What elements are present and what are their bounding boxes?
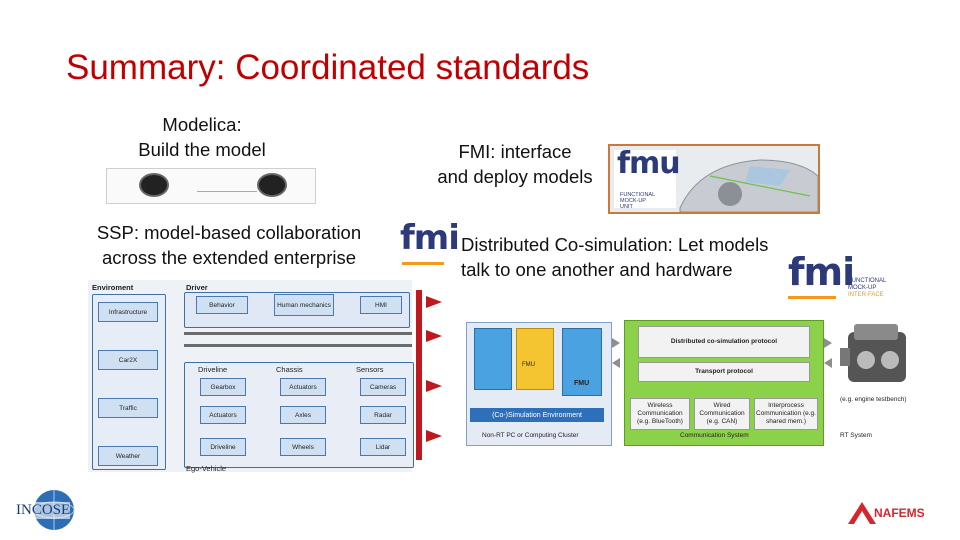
arrow-left-icon [824, 358, 832, 368]
wheel-icon [139, 173, 169, 197]
fmu-label: FMU [574, 380, 590, 387]
env-item: Car2X [98, 350, 158, 370]
group-label: Chassis [276, 365, 303, 374]
fmi-line-2: and deploy models [437, 166, 593, 187]
comm-item: Wireless Communication (e.g. BlueTooth) [630, 398, 690, 430]
fmu-logo: fmu FUNCTIONAL MOCK-UP UNIT [614, 146, 681, 210]
arrow-right-icon [612, 338, 620, 348]
sim-environment-bar: (Co-)Simulation Environment [470, 408, 604, 422]
group-item: Driveline [200, 438, 246, 456]
env-item: Weather [98, 446, 158, 466]
slide-title: Summary: Coordinated standards [66, 48, 590, 87]
fmi-logo-small: fmi [400, 218, 460, 268]
group-item: Cameras [360, 378, 406, 396]
fmu-logo-subtitle: FUNCTIONAL MOCK-UP UNIT [620, 192, 656, 210]
driver-label: Driver [186, 283, 208, 292]
group-label: Driveline [198, 365, 228, 374]
dcp-line-1: Distributed Co-simulation: Let models [461, 234, 769, 255]
ego-vehicle-label: Ego-Vehicle [186, 464, 227, 473]
dcp-line-2: talk to one another and hardware [461, 259, 733, 280]
arrow-left-icon [612, 358, 620, 368]
group-item: Actuators [200, 406, 246, 424]
group-item: Lidar [360, 438, 406, 456]
fmi-logo-small-text: fmi [400, 218, 460, 258]
modelica-model-thumbnail [106, 168, 316, 204]
driver-item: HMI [360, 296, 402, 314]
fmi-logo-large-text: fmi [788, 250, 855, 294]
dcp-title-box: Distributed co-simulation protocol [638, 326, 810, 358]
fmi-caption: FMI: interface and deploy models [425, 139, 605, 189]
env-item: Infrastructure [98, 302, 158, 322]
fmu-car-thumbnail: fmu FUNCTIONAL MOCK-UP UNIT [608, 144, 820, 214]
red-arrows-icon [416, 290, 442, 460]
comm-item: Wired Communication (e.g. CAN) [694, 398, 750, 430]
bus-bar [184, 332, 412, 335]
nafems-text: NAFEMS [874, 506, 925, 520]
env-item: Traffic [98, 398, 158, 418]
driver-item: Human mechanics [274, 294, 334, 316]
simulation-tool-block [516, 328, 554, 390]
group-item: Radar [360, 406, 406, 424]
fmi-logo-large-underline [788, 296, 836, 299]
environment-label: Enviroment [92, 283, 134, 292]
group-label: Sensors [356, 365, 384, 374]
engine-icon [840, 324, 906, 382]
car-illustration [679, 159, 818, 212]
ssp-caption: SSP: model-based collaboration across th… [76, 220, 382, 270]
comm-item: Interprocess Communication (e.g. shared … [754, 398, 818, 430]
non-rt-label: Non-RT PC or Computing Cluster [482, 432, 579, 439]
fmi-line-1: FMI: interface [458, 141, 572, 162]
nafems-triangle-icon [848, 502, 876, 524]
simulation-tool-block [562, 328, 602, 396]
nafems-logo: NAFEMS [848, 500, 948, 526]
ssp-line-1: SSP: model-based collaboration [96, 222, 362, 243]
fmu-label: FMU [522, 362, 535, 368]
incose-logo: INCOSE [16, 488, 86, 534]
group-item: Gearbox [200, 378, 246, 396]
rt-system-label: RT System [840, 432, 872, 439]
group-item: Wheels [280, 438, 326, 456]
dcp-caption: Distributed Co-simulation: Let models ta… [461, 232, 821, 282]
incose-text: INCOSE [16, 502, 71, 519]
fmi-logo-large-subtitle: FUNCTIONAL MOCK-UP INTER-FACE [848, 278, 887, 298]
driver-item: Behavior [196, 296, 248, 314]
group-item: Axles [280, 406, 326, 424]
transport-protocol-box: Transport protocol [638, 362, 810, 382]
modelica-line-1: Modelica: [162, 114, 242, 135]
wheel-icon [257, 173, 287, 197]
engine-label: (e.g. engine testbench) [840, 396, 907, 403]
modelica-line-2: Build the model [138, 139, 266, 160]
comm-system-label: Communication System [680, 432, 749, 439]
fmi-logo-small-underline [402, 262, 444, 265]
fmu-logo-text: fmu [617, 146, 681, 181]
modelica-caption: Modelica: Build the model [112, 112, 292, 162]
cosim-architecture-diagram: FMU FMU (Co-)Simulation Environment Non-… [462, 318, 922, 448]
fmi-logo-large: fmi FUNCTIONAL MOCK-UP INTER-FACE [788, 250, 908, 302]
arrow-right-icon [824, 338, 832, 348]
model-connector-line [197, 191, 257, 192]
ssp-line-2: across the extended enterprise [101, 247, 356, 268]
group-item: Actuators [280, 378, 326, 396]
environment-panel [92, 294, 166, 470]
simulation-tool-block [474, 328, 512, 390]
bus-bar [184, 344, 412, 347]
ssp-architecture-diagram: Enviroment Driver Infrastructure Car2X T… [88, 280, 414, 473]
